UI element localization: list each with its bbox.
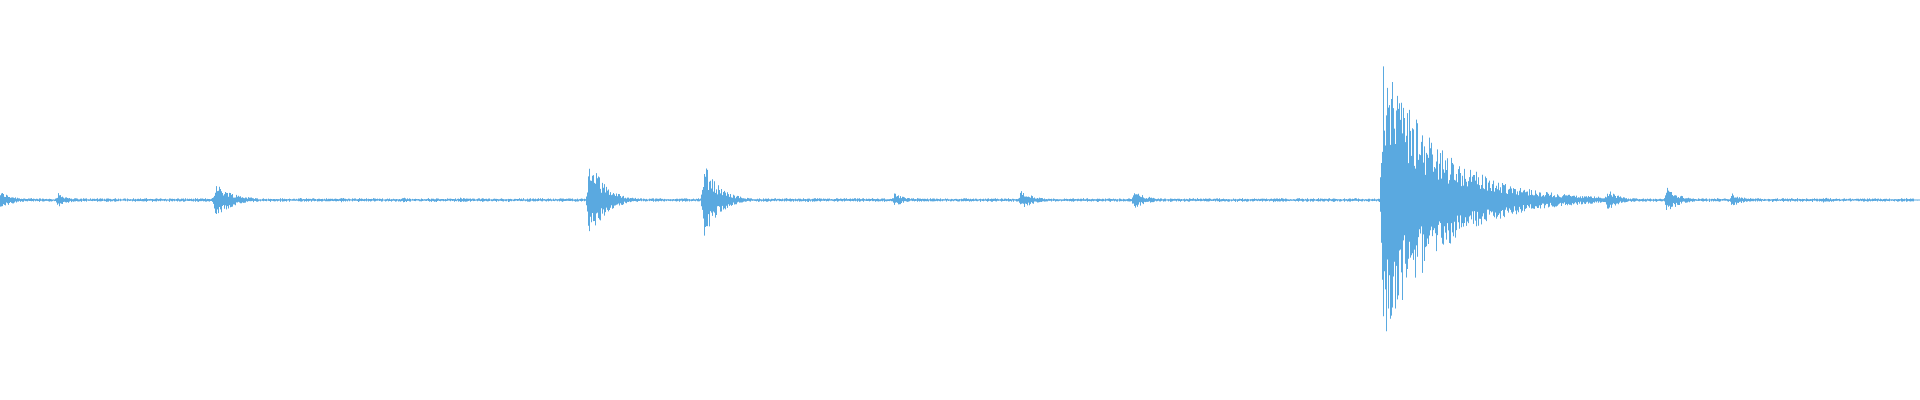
waveform-signal (0, 66, 1920, 332)
waveform-bars (0, 66, 1920, 332)
